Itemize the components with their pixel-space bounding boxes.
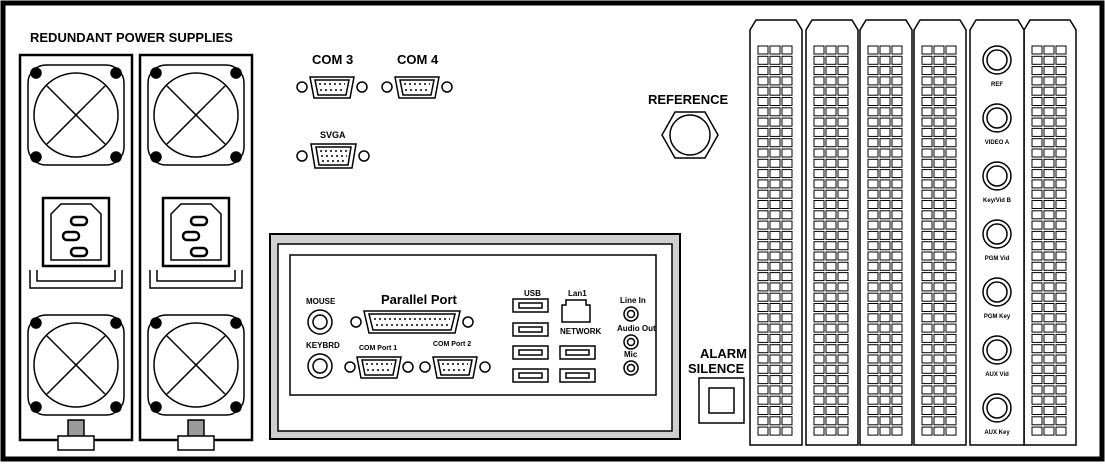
- bnc-pgm-vid[interactable]: [982, 219, 1012, 249]
- power-supply-1: [18, 53, 134, 451]
- psu1-ac-inlet: [41, 196, 111, 268]
- com-port1[interactable]: [344, 356, 414, 379]
- card-slot-4: [913, 19, 967, 446]
- power-supply-2: [138, 53, 254, 451]
- bnc-label: VIDEO A: [985, 140, 1010, 146]
- parallel-port[interactable]: [350, 310, 474, 334]
- card-slot-2: [805, 19, 859, 446]
- psu2-handle: [149, 270, 243, 289]
- lan1-label: Lan1: [568, 289, 587, 298]
- psu2-fan-bottom: [147, 314, 245, 416]
- bnc-video-a[interactable]: [982, 103, 1012, 133]
- bnc-label: AUX Vid: [985, 372, 1009, 378]
- svga-connector[interactable]: [296, 143, 370, 169]
- keyboard-port[interactable]: [307, 353, 333, 379]
- psu1-fan-top: [27, 64, 125, 166]
- bnc-label: Key/Vid B: [983, 198, 1012, 204]
- com3-label: COM 3: [312, 52, 353, 67]
- bnc-label: PGM Key: [984, 314, 1011, 320]
- card-slot-3: [859, 19, 913, 446]
- bnc-label: AUX Key: [984, 430, 1010, 436]
- mic-label: Mic: [624, 350, 638, 359]
- svga-label: SVGA: [320, 130, 346, 140]
- line-in-jack[interactable]: [623, 306, 639, 322]
- mic-jack[interactable]: [623, 360, 639, 376]
- com-port1-label: COM Port 1: [359, 345, 397, 352]
- bnc-label: REF: [991, 82, 1003, 88]
- com-port2[interactable]: [419, 356, 491, 379]
- usb-ports[interactable]: [512, 298, 596, 383]
- bnc-pgm-key[interactable]: [982, 277, 1012, 307]
- com3-connector[interactable]: [296, 76, 368, 99]
- network-label: NETWORK: [560, 327, 602, 336]
- psu2-fan-top: [147, 64, 245, 166]
- reference-connector[interactable]: [661, 111, 719, 159]
- parallel-port-label: Parallel Port: [381, 292, 458, 307]
- audio-out-label: Audio Out: [617, 324, 656, 333]
- bnc-aux-vid[interactable]: [982, 335, 1012, 365]
- psu1-handle: [29, 270, 123, 289]
- io-panel: [269, 233, 681, 440]
- bnc-key-vid-b[interactable]: [982, 161, 1012, 191]
- mouse-port[interactable]: [307, 309, 333, 335]
- alarm-silence-button[interactable]: [698, 377, 745, 424]
- audio-out-jack[interactable]: [623, 334, 639, 350]
- psu2-ac-inlet: [161, 196, 231, 268]
- power-supplies-label: REDUNDANT POWER SUPPLIES: [30, 30, 233, 45]
- mouse-label: MOUSE: [306, 297, 336, 306]
- reference-label: REFERENCE: [648, 92, 729, 107]
- bnc-label: PGM Vid: [985, 256, 1010, 262]
- com-port2-label: COM Port 2: [433, 341, 471, 348]
- bnc-aux-key[interactable]: [982, 393, 1012, 423]
- card-slot-5: [1023, 19, 1077, 446]
- psu1-fan-bottom: [27, 314, 125, 416]
- line-in-label: Line In: [620, 296, 646, 305]
- card-slot-1: [749, 19, 803, 446]
- com4-label: COM 4: [397, 52, 439, 67]
- bnc-ref[interactable]: [982, 45, 1012, 75]
- alarm-label-line1: ALARM: [700, 346, 747, 361]
- alarm-label-line2: SILENCE: [688, 361, 745, 376]
- lan1-port[interactable]: [561, 299, 591, 323]
- keybrd-label: KEYBRD: [306, 341, 340, 350]
- com4-connector[interactable]: [381, 76, 453, 99]
- usb-label: USB: [524, 289, 541, 298]
